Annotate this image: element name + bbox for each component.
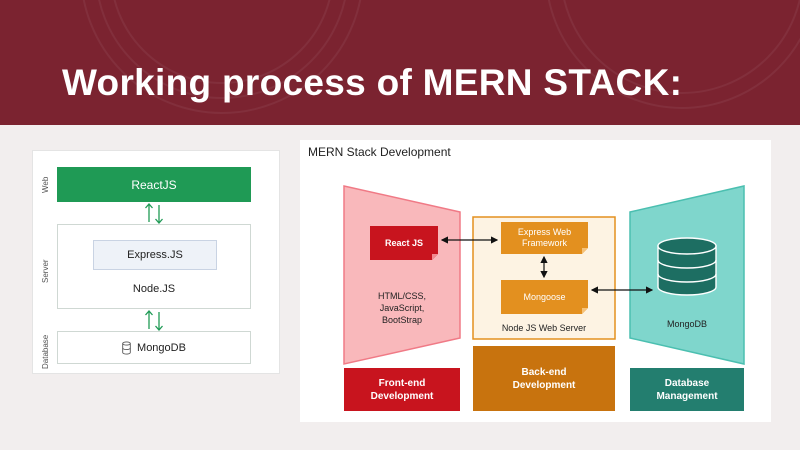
frontend-tech-list: HTML/CSS, JavaScript, BootStrap (356, 290, 448, 326)
expressjs-box: Express.JS (93, 240, 217, 270)
mongodb-label: MongoDB (666, 319, 708, 329)
react-js-label: React JS (384, 237, 424, 248)
express-line-2: Framework (521, 238, 567, 248)
tech-html-css: HTML/CSS, (377, 291, 426, 301)
react-js-box (370, 226, 438, 260)
reactjs-label: ReactJS (131, 177, 177, 192)
backend-caption-line-2: Development (512, 379, 576, 391)
database-caption-line-1: Database (664, 377, 710, 389)
three-tier-diagram: Web Server Database ReactJS Express.JS N… (32, 150, 280, 374)
mern-development-diagram: MERN Stack Development (300, 140, 771, 422)
slide-title: Working process of MERN STACK: (62, 62, 683, 103)
mongodb-label: MongoDB (137, 341, 186, 354)
node-web-server-label: Node JS Web Server (501, 323, 587, 333)
database-cylinder-icon (657, 237, 717, 296)
frontend-caption-line-1: Front-end (378, 377, 426, 389)
tier-arrows (145, 203, 163, 331)
title-bar (0, 0, 800, 125)
tech-javascript: JavaScript, (379, 303, 425, 313)
expressjs-label: Express.JS (127, 249, 183, 261)
server-box: Express.JS Node.JS (57, 224, 251, 309)
tech-bootstrap: BootStrap (381, 315, 423, 325)
backend-caption-line-1: Back-end (521, 366, 567, 378)
mongoose-box (501, 280, 588, 314)
frontend-column (343, 185, 461, 365)
express-framework-box (501, 222, 588, 254)
nodejs-label: Node.JS (132, 283, 176, 295)
frontend-caption-line-2: Development (370, 390, 434, 402)
reactjs-box: ReactJS (57, 167, 251, 202)
database-icon (122, 340, 131, 355)
mongoose-label: Mongoose (523, 291, 566, 302)
diagram-shapes (343, 185, 745, 365)
database-caption-line-2: Management (656, 390, 718, 402)
mongodb-box: MongoDB (57, 331, 251, 364)
express-line-1: Express Web (517, 227, 572, 237)
diagram-title: MERN Stack Development (308, 145, 451, 159)
